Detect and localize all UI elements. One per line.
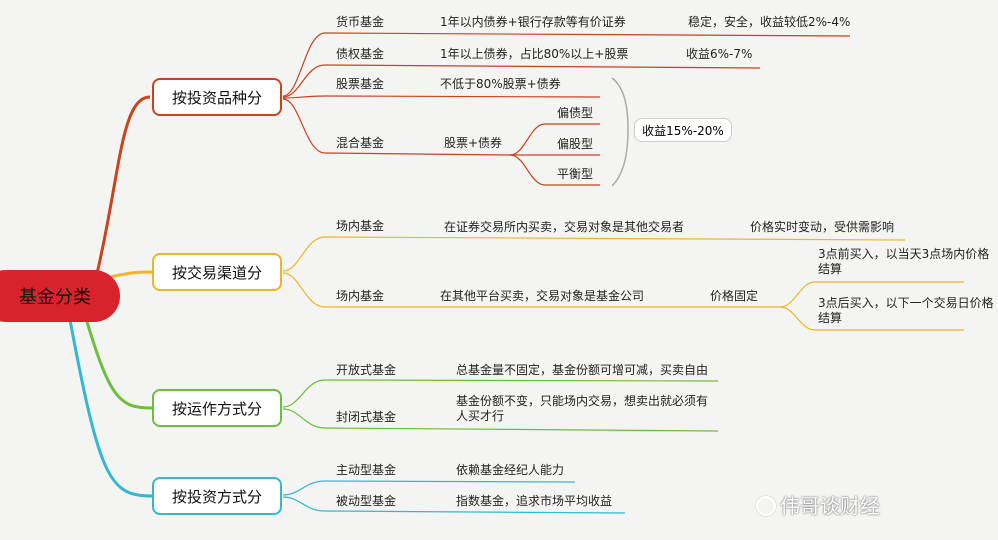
- node-onsite-fund-note: 价格实时变动，受供需影响: [750, 220, 895, 234]
- group-box-channel: 按交易渠道分: [152, 253, 282, 291]
- node-open-fund: 开放式基金: [336, 363, 397, 377]
- node-money-fund-desc: 1年以内债券+银行存款等有价证券: [440, 15, 626, 29]
- node-bond-fund: 债权基金: [336, 47, 385, 61]
- node-balanced: 平衡型: [557, 167, 594, 181]
- summary-label: 收益15%-20%: [642, 123, 724, 138]
- node-passive-fund-desc: 指数基金，追求市场平均收益: [456, 494, 613, 508]
- summary-pill: 收益15%-20%: [634, 118, 732, 142]
- edge-g1-1: [282, 32, 851, 97]
- node-bond-biased: 偏债型: [557, 106, 594, 120]
- watermark-text: 伟哥谈财经: [780, 494, 880, 518]
- edge-g1-4c: [509, 154, 600, 186]
- group-box-variety: 按投资品种分: [152, 78, 282, 116]
- edge-g4-1: [282, 480, 576, 496]
- mind-map: 基金分类 按投资品种分 按交易渠道分 按运作方式分 按投资方式分 货币基金 1年…: [0, 15, 994, 519]
- node-bond-fund-note: 收益6%-7%: [686, 47, 753, 61]
- node-onsite-fund-desc: 在证券交易所内买卖，交易对象是其他交易者: [444, 220, 685, 234]
- connector-lines: [68, 32, 964, 514]
- edge-g2-2a: [779, 281, 964, 308]
- edge-g1-4a: [509, 123, 600, 156]
- node-money-fund: 货币基金: [336, 15, 385, 29]
- node-money-fund-note: 稳定，安全，收益较低2%-4%: [688, 15, 851, 29]
- edge-root-g1: [93, 95, 151, 283]
- group-label: 按投资方式分: [171, 487, 262, 506]
- node-before-3pm: 3点前买入，以当天3点场内价格结算: [818, 247, 990, 276]
- node-closed-fund-desc: 基金份额不变，只能场内交易，想卖出就必须有人买才行: [456, 394, 709, 423]
- edge-root-g4: [68, 319, 153, 498]
- group-box-method: 按投资方式分: [152, 477, 282, 515]
- group-box-operation: 按运作方式分: [152, 389, 282, 427]
- edge-g2-2b: [779, 306, 964, 331]
- node-open-fund-desc: 总基金量不固定，基金份额可增可减，买卖自由: [456, 363, 709, 377]
- edge-g1-2: [282, 64, 761, 98]
- node-active-fund-desc: 依赖基金经纪人能力: [456, 463, 565, 477]
- node-offsite-fund-desc: 在其他平台买卖，交易对象是基金公司: [440, 289, 645, 303]
- edge-g4-2: [282, 496, 626, 514]
- node-stock-fund-desc: 不低于80%股票+债券: [440, 77, 561, 91]
- group-label: 按交易渠道分: [171, 263, 262, 282]
- node-passive-fund: 被动型基金: [336, 494, 397, 508]
- summary-brace: [611, 77, 629, 187]
- group-label: 按投资品种分: [171, 88, 262, 107]
- root-node: 基金分类: [0, 270, 120, 322]
- edge-g2-1: [282, 236, 906, 272]
- edge-g3-2: [282, 408, 719, 432]
- node-offsite-fund-note: 价格固定: [710, 289, 759, 303]
- edge-g1-3: [282, 95, 601, 99]
- node-active-fund: 主动型基金: [336, 463, 397, 477]
- node-offsite-fund: 场内基金: [336, 289, 385, 303]
- node-stock-fund: 股票基金: [336, 77, 385, 91]
- node-stock-biased: 偏股型: [557, 137, 594, 151]
- edge-root-g3: [83, 314, 153, 410]
- node-onsite-fund: 场内基金: [336, 219, 385, 233]
- edge-g1-4: [282, 98, 511, 156]
- group-label: 按运作方式分: [171, 399, 262, 418]
- node-after-3pm: 3点后买入，以下一个交易日价格结算: [818, 296, 994, 325]
- watermark-logo-icon: [756, 496, 776, 516]
- node-bond-fund-desc: 1年以上债券，占比80%以上+股票: [440, 47, 629, 61]
- node-mixed-fund-desc: 股票+债券: [444, 136, 503, 150]
- watermark: 伟哥谈财经: [756, 490, 880, 519]
- node-closed-fund: 封闭式基金: [336, 410, 397, 424]
- node-mixed-fund: 混合基金: [336, 136, 385, 150]
- edge-g3-1: [282, 379, 719, 408]
- root-label: 基金分类: [19, 287, 91, 308]
- edge-g2-2: [282, 272, 780, 308]
